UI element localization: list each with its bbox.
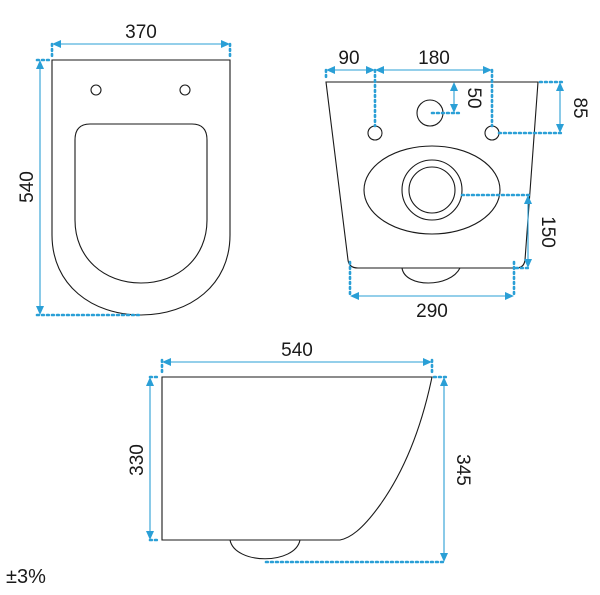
arrowhead — [366, 66, 375, 74]
dim-label-left-offset: 90 — [338, 48, 359, 69]
hinge-hole-right — [179, 84, 191, 96]
dim-label-fixing-height: 85 — [569, 97, 590, 118]
dim-label-outlet-height: 150 — [537, 216, 558, 248]
arrowhead — [162, 358, 171, 366]
arrowhead — [524, 259, 532, 268]
top-view-outline — [51, 59, 231, 316]
arrowhead — [36, 60, 44, 69]
side-outlet-base — [229, 539, 301, 560]
bowl-opening — [74, 123, 208, 284]
tolerance-label: ±3% — [6, 566, 46, 588]
fixing-hole-right — [484, 125, 500, 141]
dim-label-top-length: 540 — [17, 171, 38, 203]
outlet-ring-outer — [401, 159, 463, 221]
front-view-outline — [325, 81, 539, 269]
arrowhead — [326, 66, 335, 74]
side-view-outline — [161, 376, 433, 541]
side-view: 540 330 345 — [127, 340, 473, 564]
arrowhead — [423, 358, 432, 366]
dim-label-hole-spacing: 180 — [418, 48, 450, 69]
arrowhead — [483, 66, 492, 74]
arrowhead — [556, 82, 564, 91]
outlet-ring-inner — [408, 166, 456, 214]
arrowhead — [505, 292, 514, 300]
arrowhead — [556, 124, 564, 133]
dim-label-bottom-width: 290 — [416, 301, 448, 322]
dim-label-side-length: 540 — [281, 340, 313, 361]
front-view: 90 180 50 85 150 290 — [324, 48, 590, 322]
arrowhead — [36, 306, 44, 315]
arrowhead — [221, 40, 230, 48]
arrowhead — [440, 553, 448, 562]
arrowhead — [440, 377, 448, 386]
dim-label-inlet-drop: 50 — [463, 87, 484, 108]
hinge-hole-left — [90, 84, 102, 96]
front-outlet-base — [401, 267, 461, 284]
fixing-hole-left — [367, 125, 383, 141]
arrowhead — [146, 377, 154, 386]
arrowhead — [375, 66, 384, 74]
arrowhead — [146, 531, 154, 540]
dim-label-side-height-front: 330 — [127, 444, 148, 476]
arrowhead — [52, 40, 61, 48]
arrowhead — [350, 292, 359, 300]
dim-label-side-height-rear: 345 — [452, 454, 473, 486]
arrowhead — [450, 82, 458, 91]
outlet-flange — [363, 145, 501, 235]
dim-label-top-width: 370 — [125, 22, 157, 43]
arrowhead — [524, 195, 532, 204]
arrowhead — [450, 104, 458, 113]
top-view: 370 540 — [17, 22, 232, 317]
